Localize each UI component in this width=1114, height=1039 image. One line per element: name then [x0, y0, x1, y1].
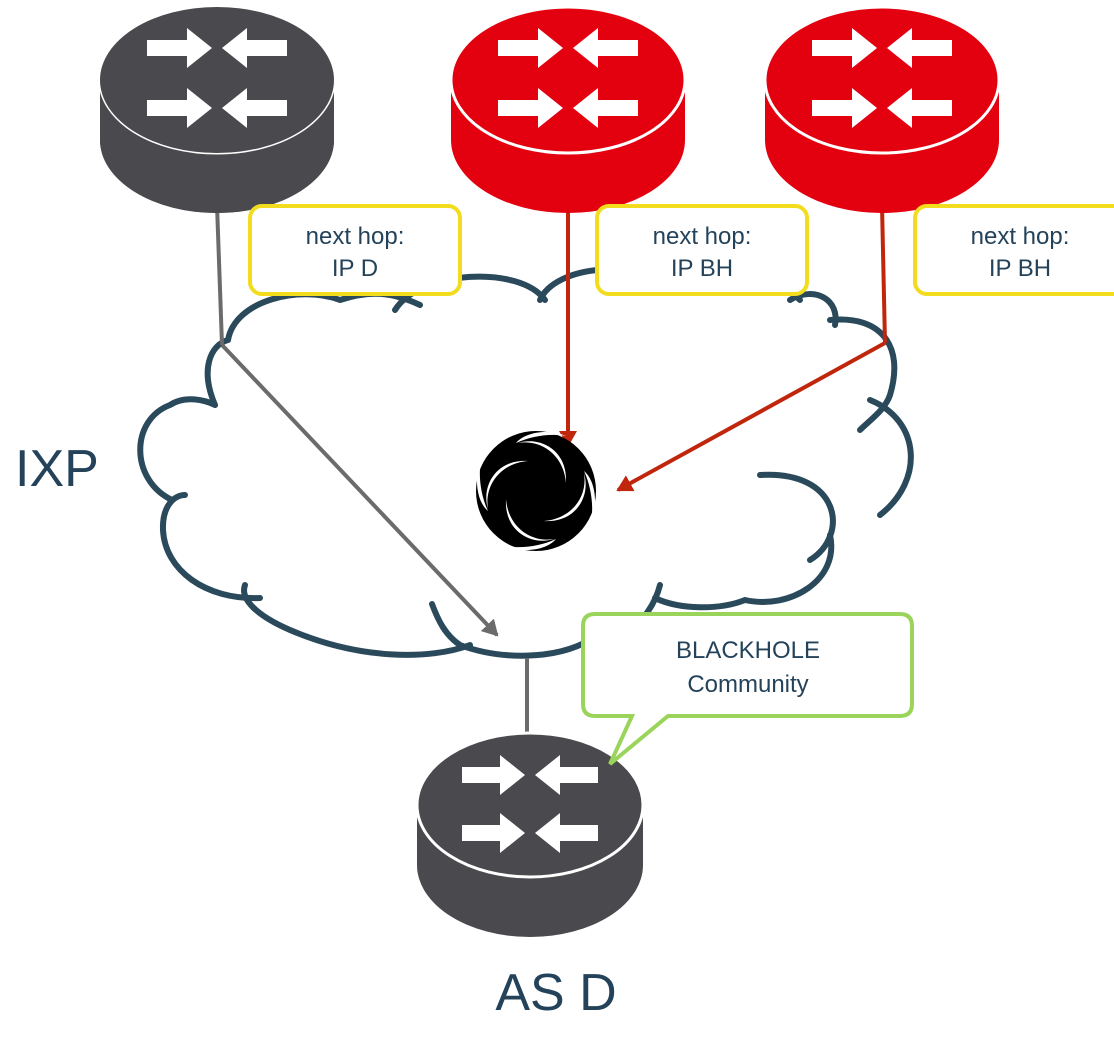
links [215, 204, 887, 735]
callout-line2: IP BH [671, 255, 733, 282]
community-line1: BLACKHOLE [676, 637, 820, 664]
callout-next-hop-ip-bh-1: next hop: IP BH [595, 204, 809, 296]
router-a-icon [98, 5, 336, 213]
router-arrows [147, 28, 287, 128]
callout-blackhole-community: BLACKHOLE Community [581, 612, 914, 766]
router-b-icon [449, 5, 687, 213]
router-c-icon [763, 5, 1001, 213]
blackhole-icon [476, 431, 596, 551]
callout-line1: next hop: [306, 223, 405, 250]
gray-link-router-a [215, 204, 224, 346]
as-d-label: AS D [495, 964, 616, 1022]
ixp-label: IXP [15, 440, 99, 498]
callout-line2: IP BH [989, 255, 1051, 282]
callout-line1: next hop: [971, 223, 1070, 250]
callout-line2: IP D [332, 255, 378, 282]
gray-arrow-to-as-d [220, 343, 499, 637]
callout-next-hop-ip-bh-2: next hop: IP BH [913, 204, 1114, 296]
red-arrow-router-c [616, 341, 886, 492]
callout-next-hop-ip-d: next hop: IP D [248, 204, 462, 296]
red-link-router-c [880, 204, 887, 344]
callout-line1: next hop: [653, 223, 752, 250]
ixp-cloud [137, 266, 914, 659]
community-line2: Community [687, 671, 808, 698]
router-as-d-icon [415, 731, 645, 937]
